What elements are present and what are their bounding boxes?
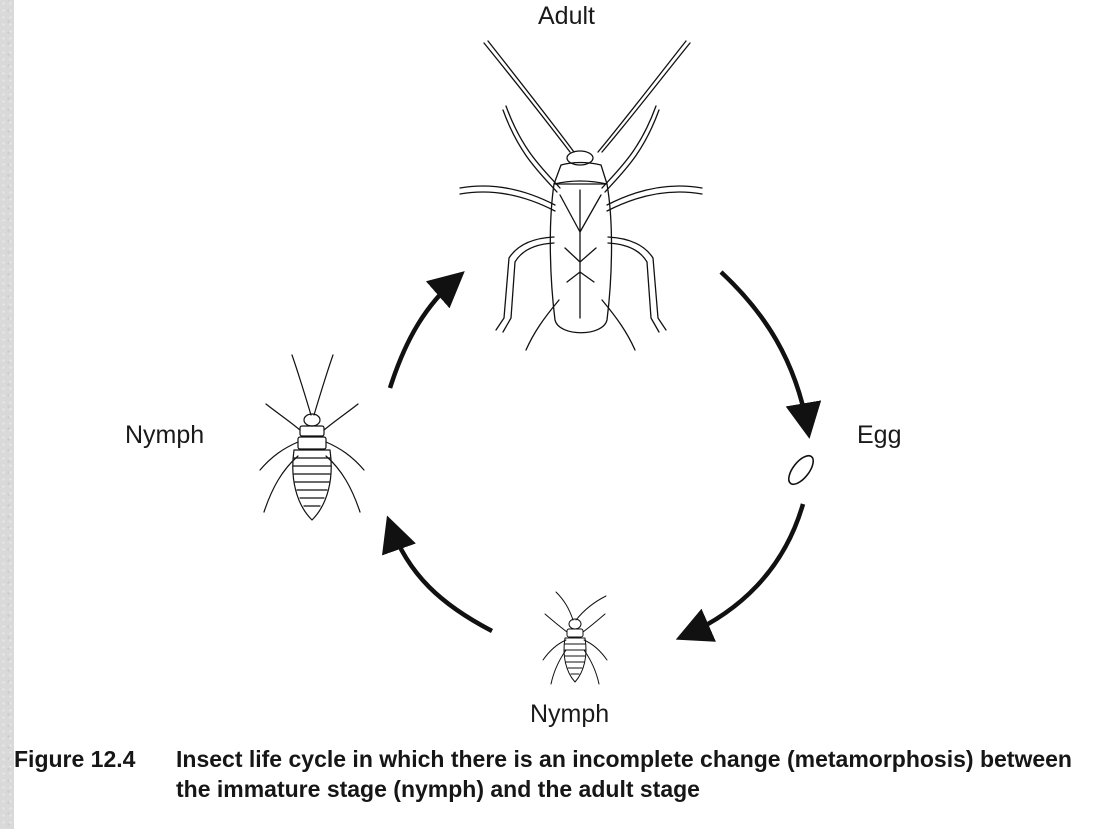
arrow-egg-to-nymph	[684, 504, 803, 636]
adult-insect-illustration	[460, 41, 702, 350]
arrow-adult-to-egg	[721, 272, 808, 430]
stage-label-adult: Adult	[538, 2, 595, 31]
life-cycle-diagram: Adult Egg Nymph Nymph	[14, 0, 1118, 760]
arrow-nymph-to-nymph	[390, 524, 492, 631]
egg-illustration	[784, 452, 818, 489]
stage-label-egg: Egg	[857, 421, 901, 450]
stage-label-nymph-large: Nymph	[125, 421, 204, 450]
stage-label-nymph-small: Nymph	[530, 700, 609, 729]
figure-caption: Figure 12.4 Insect life cycle in which t…	[14, 744, 1118, 829]
life-cycle-drawing	[14, 0, 1118, 760]
figure-page: Adult Egg Nymph Nymph Figure 12.4 Insect…	[14, 0, 1118, 829]
small-nymph-illustration	[543, 592, 607, 684]
figure-caption-text: Insect life cycle in which there is an i…	[176, 744, 1106, 804]
figure-number: Figure 12.4	[14, 744, 135, 774]
arrow-nymph-to-adult	[390, 277, 458, 388]
large-nymph-illustration	[260, 355, 364, 520]
